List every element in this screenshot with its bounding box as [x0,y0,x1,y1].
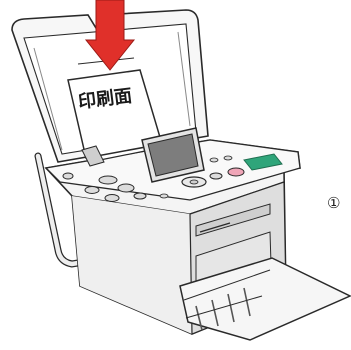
lcd-screen [141,127,205,183]
control-panel [62,153,283,202]
paper-guide [81,145,105,167]
button[interactable] [133,192,147,200]
button[interactable] [104,194,120,202]
button[interactable] [117,183,135,193]
print-button[interactable] [243,153,283,171]
insert-direction-arrow [84,0,136,71]
button[interactable] [98,175,118,185]
power-button[interactable] [62,172,74,180]
stop-button[interactable] [227,167,245,177]
carry-handle [34,152,88,268]
step-marker: ① [327,194,341,212]
button[interactable] [84,186,100,194]
output-tray [179,257,351,341]
paper-stack: 印刷面 [67,57,163,163]
button[interactable] [209,172,223,180]
